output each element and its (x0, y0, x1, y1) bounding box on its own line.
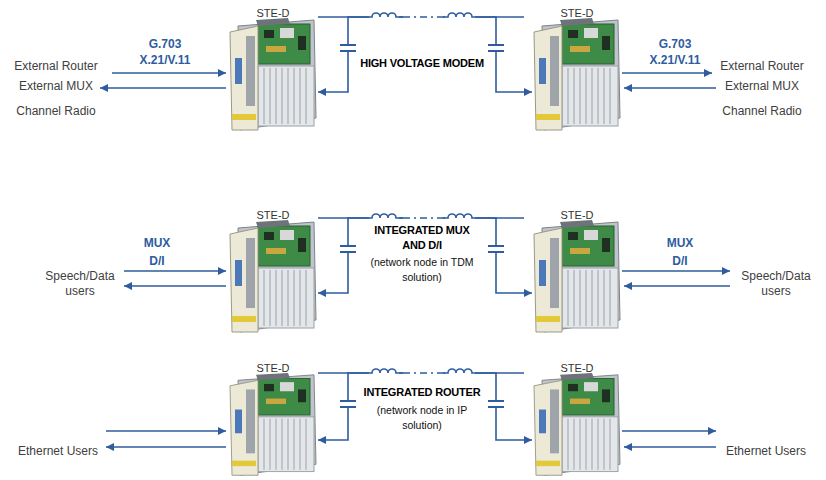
interface-name: G.703 (659, 37, 692, 52)
device-node: STE-D (532, 205, 622, 335)
device-label: STE-D (561, 362, 594, 375)
function-note: (network node in TDM solution) (356, 255, 488, 285)
device-node: STE-D (532, 3, 622, 133)
user-name: Ethernet Users (18, 444, 98, 459)
device-label: STE-D (257, 209, 290, 222)
signal-arrow (112, 72, 226, 74)
equipment-name: External MUX (19, 79, 93, 94)
interface-name: X.21/V.11 (140, 53, 191, 68)
user-name: Speech/Data users (40, 269, 120, 299)
interface-name: G.703 (149, 37, 182, 52)
equipment-name: Channel Radio (722, 104, 801, 119)
signal-arrow (100, 87, 226, 89)
function-title: INTEGRATED MUX AND D/I (363, 223, 481, 253)
signal-arrow (124, 285, 226, 287)
connector-group (318, 17, 532, 440)
equipment-name: External Router (720, 59, 803, 74)
device-picture (230, 18, 316, 130)
device-label: STE-D (561, 209, 594, 222)
signal-arrow (624, 446, 716, 448)
user-name: Ethernet Users (726, 444, 806, 459)
equipment-name: External MUX (725, 79, 799, 94)
device-picture (534, 373, 620, 475)
signal-arrow (124, 270, 226, 272)
power-line-connector (318, 17, 532, 92)
equipment-name: Channel Radio (16, 104, 95, 119)
interface-name: D/I (149, 254, 164, 269)
device-picture (534, 220, 620, 332)
device-node: STE-D (228, 205, 318, 335)
power-line-connector (318, 218, 532, 293)
power-line (318, 211, 524, 253)
signal-arrow (106, 430, 226, 432)
device-picture (230, 220, 316, 332)
device-node: STE-D (228, 358, 318, 478)
function-title: INTEGRATED ROUTER (364, 385, 481, 400)
device-label: STE-D (561, 7, 594, 20)
power-line (318, 366, 524, 408)
power-line (318, 10, 524, 52)
interface-name: MUX (144, 236, 171, 251)
device-picture (534, 18, 620, 130)
user-name: Speech/Data users (736, 269, 816, 299)
device-node: STE-D (228, 3, 318, 133)
signal-arrow (622, 72, 712, 74)
function-title: HIGH VOLTAGE MODEM (360, 56, 484, 71)
device-picture (230, 373, 316, 475)
signal-arrow (622, 430, 716, 432)
function-note: (network node in IP solution) (361, 403, 483, 433)
interface-name: X.21/V.11 (650, 53, 701, 68)
equipment-name: External Router (14, 59, 97, 74)
device-label: STE-D (257, 362, 290, 375)
signal-arrow (106, 446, 226, 448)
signal-arrow (622, 270, 730, 272)
leader-arrows (100, 73, 730, 447)
signal-arrow (624, 87, 716, 89)
device-node: STE-D (532, 358, 622, 478)
signal-arrow (624, 285, 730, 287)
interface-name: MUX (667, 236, 694, 251)
device-label: STE-D (257, 7, 290, 20)
interface-name: D/I (672, 254, 687, 269)
